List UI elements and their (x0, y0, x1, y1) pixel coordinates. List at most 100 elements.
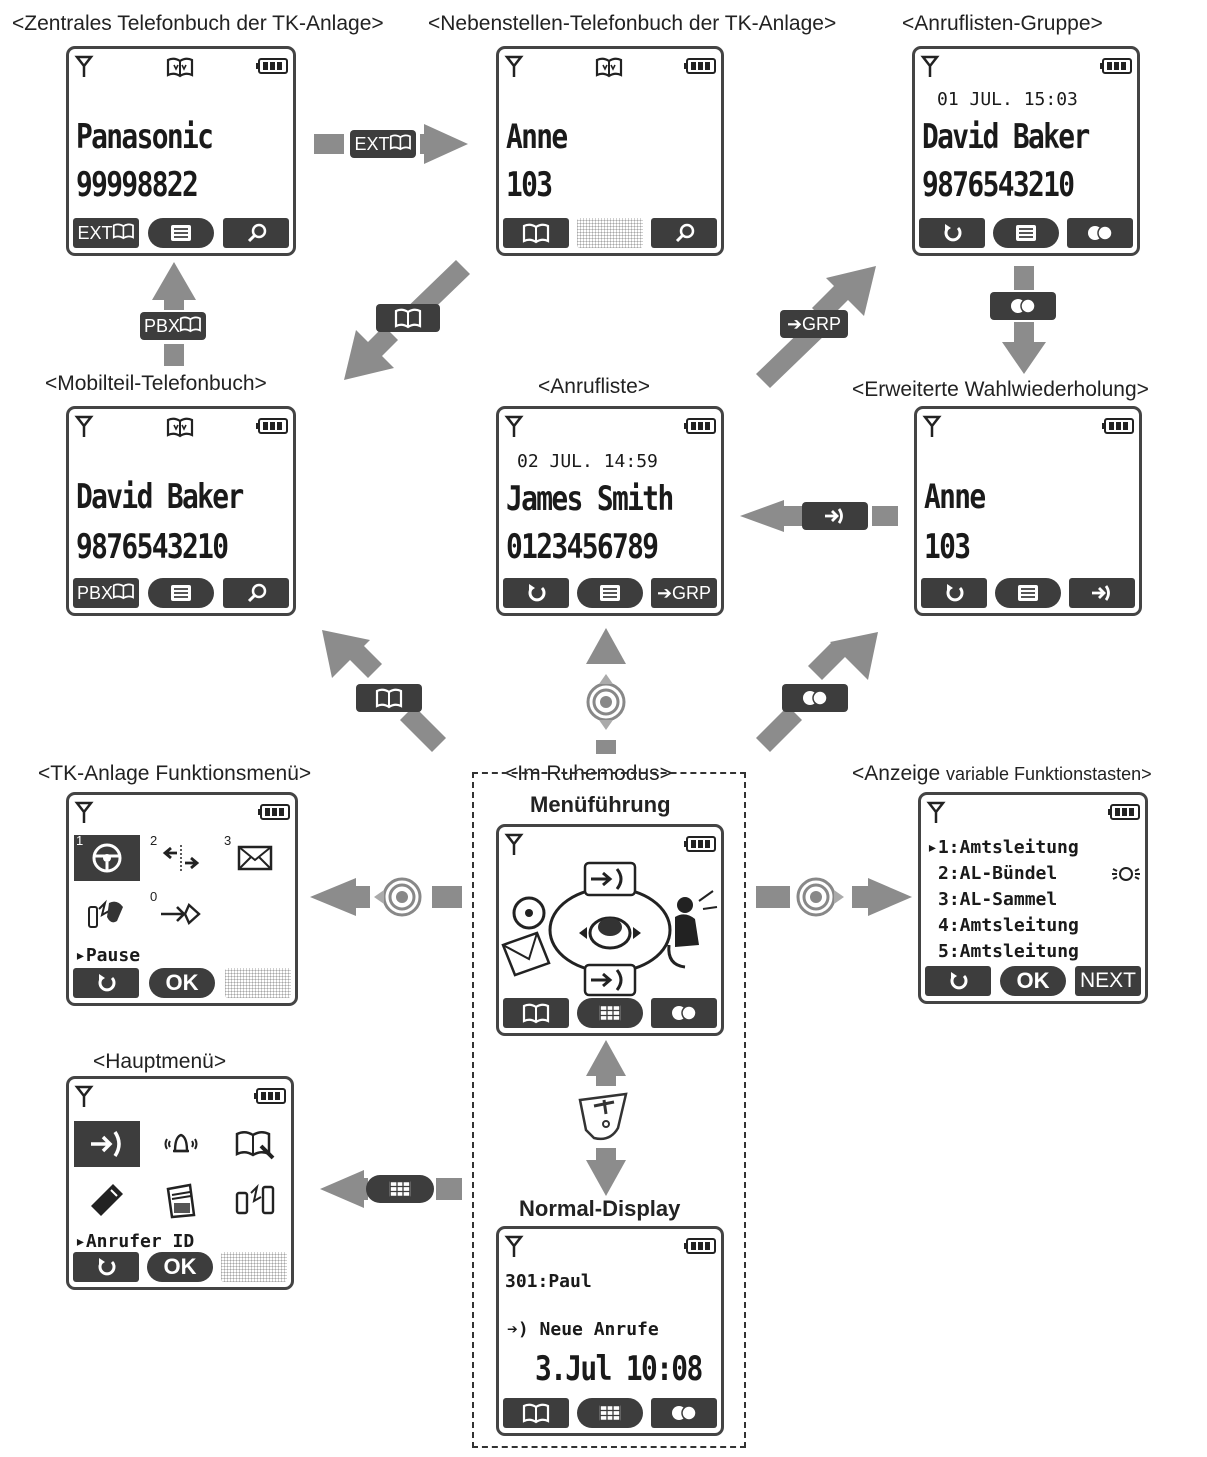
incoming-call-icon (91, 1131, 121, 1157)
title-calllog: <Anrufliste> (538, 375, 651, 398)
softkey-blank (225, 968, 291, 998)
softkey-ok[interactable]: OK (147, 1252, 213, 1282)
softkey-back[interactable] (919, 218, 985, 248)
main-menu-icon (599, 1004, 621, 1022)
screen-calllog: 02 JUL. 14:59 James Smith 0123456789 ➔GR… (496, 406, 724, 616)
menu-item-3[interactable]: 3 (222, 833, 288, 881)
softkey-next[interactable]: NEXT (1075, 966, 1141, 996)
badge-phonebook (356, 684, 422, 712)
arrow-standby-to-softkey-display (756, 878, 912, 916)
title-handset-phonebook: <Mobilteil-Telefonbuch> (45, 372, 267, 395)
softkey-calllog[interactable] (1067, 218, 1133, 248)
softkey-back[interactable] (73, 968, 139, 998)
list-item[interactable]: 5:Amtsleitung (938, 941, 1079, 962)
power-button-icon (578, 1092, 628, 1141)
menu-item-2[interactable]: 2 (148, 833, 214, 881)
contact-number: 103 (506, 165, 553, 205)
softkey-calllog[interactable] (651, 998, 717, 1028)
softkey-phonebook[interactable] (503, 1398, 569, 1428)
list-item[interactable]: 3:AL-Sammel (938, 889, 1058, 910)
contact-name: Anne (506, 117, 568, 157)
title-softkey-display: <Anzeige variable Funktionstasten> (852, 762, 1152, 785)
softkey-search[interactable] (223, 578, 289, 608)
softkey-redial[interactable] (1069, 578, 1135, 608)
arrow-standby-to-pbx-menu (310, 878, 462, 916)
menu-item-handset[interactable] (74, 1177, 140, 1223)
softkey-phonebook[interactable] (503, 998, 569, 1028)
phonebook-icon (389, 134, 411, 151)
softkey-back[interactable] (503, 578, 569, 608)
handset-icon (91, 1184, 123, 1216)
softkey-ext-phonebook[interactable]: EXT (73, 218, 139, 248)
badge-pbx-phonebook: PBX (140, 312, 206, 340)
softkey-phonebook[interactable] (503, 218, 569, 248)
softkey-menu[interactable] (148, 578, 214, 608)
arrow-handset-to-central (152, 262, 196, 366)
calllog-icon (1010, 298, 1036, 314)
screen-menu-navigation (496, 824, 724, 1036)
screen-softkey-display: ▸1:Amtsleitung 2:AL-Bündel 3:AL-Sammel 4… (918, 792, 1148, 1004)
joystick-icon (586, 674, 626, 730)
softkey-search[interactable] (651, 218, 717, 248)
softkey-back[interactable] (921, 578, 987, 608)
redial-icon (823, 507, 843, 525)
title-pbx-menu: <TK-Anlage Funktionsmenü> (38, 762, 312, 785)
phonebook-icon (179, 316, 201, 333)
menu-item-1[interactable]: 1 (74, 833, 140, 881)
screen-main-menu: ▸Anrufer ID OK (66, 1076, 294, 1290)
softkey-search[interactable] (223, 218, 289, 248)
softkey-main-menu[interactable] (577, 998, 643, 1028)
softkey-group[interactable]: ➔GRP (651, 578, 717, 608)
menu-item-ringer[interactable] (148, 1121, 214, 1167)
phonebook-icon (375, 688, 403, 709)
new-calls-notice: ➔) Neue Anrufe (507, 1319, 659, 1340)
list-item[interactable]: 2:AL-Bündel (938, 863, 1058, 884)
arrow-standby-to-calllog (586, 628, 626, 754)
softkey-menu[interactable] (577, 578, 643, 608)
arrow-central-to-extension (314, 124, 468, 164)
joystick-icon (796, 877, 844, 917)
title-main-menu: <Hauptmenü> (93, 1050, 227, 1073)
base-station-icon (166, 1183, 196, 1219)
menu-item-phonebook[interactable] (222, 1121, 288, 1167)
call-datetime: 01 JUL. 15:03 (937, 89, 1078, 110)
menu-item-0[interactable]: 0 (148, 889, 214, 937)
contact-name: Panasonic (76, 117, 214, 157)
menu-item-base[interactable] (148, 1177, 214, 1223)
softkey-menu[interactable] (995, 578, 1061, 608)
main-menu-icon (389, 1180, 411, 1198)
softkey-back[interactable] (925, 966, 991, 996)
ringer-icon (164, 1133, 198, 1153)
arrow-menu-nav-to-normal (586, 1148, 626, 1196)
softkey-main-menu[interactable] (577, 1398, 643, 1428)
navigation-joystick-diagram (501, 861, 718, 997)
calllog-icon (802, 690, 828, 706)
list-item[interactable]: 4:Amtsleitung (938, 915, 1079, 936)
softkey-blank (221, 1252, 287, 1282)
title-normal-display: Normal-Display (519, 1196, 681, 1221)
selected-item-label: ▸Pause (75, 945, 141, 966)
softkey-back[interactable] (73, 1252, 139, 1282)
contact-number: 99998822 (76, 165, 199, 205)
screen-calllog-group: 01 JUL. 15:03 David Baker 9876543210 (912, 46, 1140, 256)
softkey-ok[interactable]: OK (1000, 966, 1066, 996)
menu-item-4[interactable] (74, 891, 140, 937)
softkey-menu[interactable] (993, 218, 1059, 248)
phonebook-icon (394, 308, 422, 329)
softkey-menu[interactable] (148, 218, 214, 248)
forward-icon (161, 903, 201, 925)
list-item[interactable]: ▸1:Amtsleitung (927, 837, 1079, 858)
menu-item-caller-id[interactable] (74, 1121, 140, 1167)
badge-phonebook (376, 304, 440, 332)
menu-item-registration[interactable] (222, 1177, 288, 1223)
contact-number: 9876543210 (922, 165, 1075, 205)
softkey-ok[interactable]: OK (149, 968, 215, 998)
softkey-pbx-phonebook[interactable]: PBX (73, 578, 139, 608)
softkey-calllog[interactable] (651, 1398, 717, 1428)
transfer-icon (162, 845, 200, 871)
badge-main-menu (366, 1175, 434, 1203)
contact-name: Anne (924, 477, 986, 517)
date-time: 3.Jul 10:08 (535, 1349, 703, 1389)
phonebook-icon (235, 1131, 275, 1160)
